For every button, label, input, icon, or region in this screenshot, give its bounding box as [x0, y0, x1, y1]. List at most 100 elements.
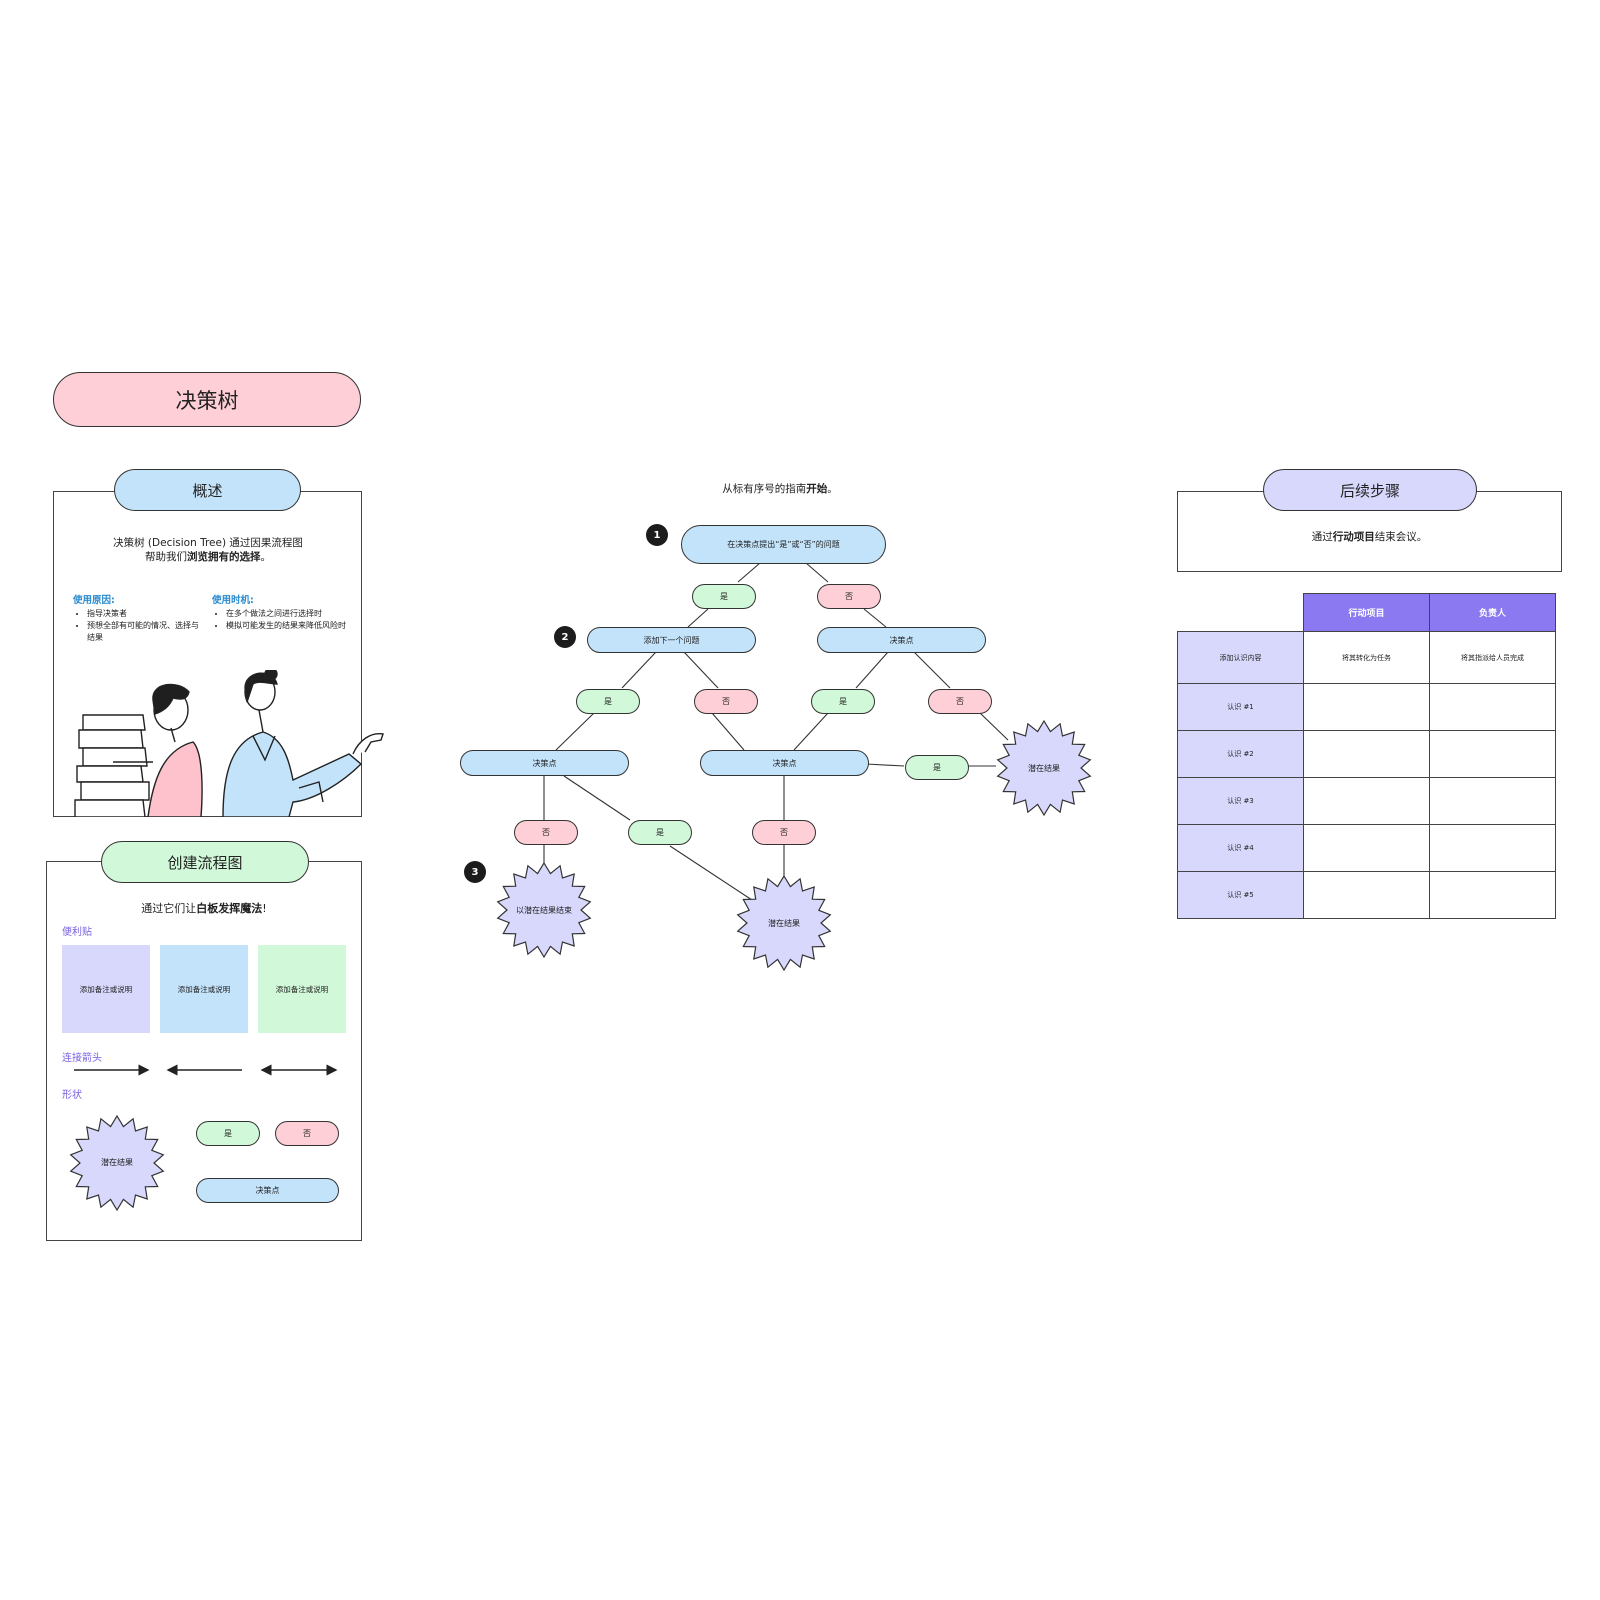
starburst-shape	[69, 1115, 165, 1211]
yes-node[interactable]: 是	[811, 689, 875, 714]
when-item: 在多个做法之间进行选择时	[226, 608, 348, 620]
create-header: 创建流程图	[101, 841, 309, 883]
when-header: 使用时机:	[212, 595, 254, 606]
guide-end: 。	[827, 483, 838, 495]
next-steps-header: 后续步骤	[1263, 469, 1477, 511]
action-cell[interactable]: 将其转化为任务	[1303, 631, 1430, 684]
step-badge-2: 2	[554, 626, 576, 648]
outcome-node[interactable]	[736, 875, 832, 971]
next-intro-text: 通过	[1311, 531, 1333, 543]
overview-intro: 决策树 (Decision Tree) 通过因果流程图 帮助我们浏览拥有的选择。	[60, 536, 356, 564]
overview-intro-line1: 决策树 (Decision Tree) 通过因果流程图	[113, 537, 303, 549]
shapes-label: 形状	[62, 1090, 82, 1101]
end-outcome-node[interactable]	[496, 862, 592, 958]
table-row: 认识 #4	[1177, 824, 1556, 872]
outcome-shape-sample[interactable]	[69, 1115, 165, 1211]
next-intro-bold: 行动项目	[1332, 531, 1375, 543]
people-illustration	[74, 670, 384, 817]
outcome-node[interactable]	[996, 720, 1092, 816]
action-cell[interactable]	[1303, 871, 1430, 919]
next-question-node[interactable]: 添加下一个问题	[587, 627, 756, 653]
woman-figure	[222, 670, 384, 817]
when-list: 在多个做法之间进行选择时 模拟可能发生的结果来降低风险时	[212, 608, 348, 632]
row-label[interactable]: 添加认识内容	[1177, 631, 1304, 684]
sticky-notes-label: 便利贴	[62, 927, 92, 938]
arrows-label: 连接箭头	[62, 1053, 102, 1064]
next-steps-intro: 通过行动项目结束会议。	[1177, 529, 1562, 544]
intro-bold: 浏览拥有的选择	[187, 551, 261, 563]
row-label[interactable]: 认识 #5	[1177, 871, 1304, 919]
overview-intro-line2: 帮助我们浏览拥有的选择。	[60, 550, 356, 564]
when-item: 模拟可能发生的结果来降低风险时	[226, 620, 348, 632]
when-section: 使用时机: 在多个做法之间进行选择时 模拟可能发生的结果来降低风险时	[212, 592, 348, 632]
yes-shape-sample[interactable]: 是	[196, 1121, 260, 1146]
why-item: 指导决策者	[87, 608, 206, 620]
action-items-table: 行动项目 负责人 添加认识内容 将其转化为任务 将其指派给人员完成 认识 #1 …	[1177, 593, 1556, 919]
sticky-note-blue[interactable]: 添加备注或说明	[160, 945, 248, 1033]
yes-node[interactable]: 是	[576, 689, 640, 714]
owner-cell[interactable]	[1429, 777, 1556, 825]
owner-cell[interactable]	[1429, 824, 1556, 872]
table-row: 认识 #1	[1177, 683, 1556, 731]
owner-cell[interactable]: 将其指派给人员完成	[1429, 631, 1556, 684]
outcome-node-label: 潜在结果	[768, 919, 800, 928]
no-node[interactable]: 否	[817, 584, 881, 609]
sticky-note-lavender[interactable]: 添加备注或说明	[62, 945, 150, 1033]
starburst-shape	[736, 875, 832, 971]
guide-text: 从标有序号的指南	[722, 483, 807, 495]
decision-node[interactable]: 决策点	[700, 750, 869, 776]
create-intro-end: !	[262, 902, 267, 915]
decision-node[interactable]: 决策点	[817, 627, 986, 653]
no-node[interactable]: 否	[514, 820, 578, 845]
owner-cell[interactable]	[1429, 730, 1556, 778]
action-cell[interactable]	[1303, 683, 1430, 731]
step-badge-1: 1	[646, 524, 668, 546]
why-header: 使用原因:	[73, 595, 115, 606]
table-corner	[1178, 594, 1304, 632]
table-row: 认识 #3	[1177, 777, 1556, 825]
paper-stack-icon	[74, 714, 150, 817]
yes-node[interactable]: 是	[905, 755, 969, 780]
decision-node[interactable]: 决策点	[460, 750, 629, 776]
no-node[interactable]: 否	[928, 689, 992, 714]
row-label[interactable]: 认识 #3	[1177, 777, 1304, 825]
create-intro-text: 通过它们让	[141, 902, 197, 915]
column-header-owner: 负责人	[1429, 593, 1556, 632]
guide-bold: 开始	[806, 483, 828, 495]
starburst-shape	[496, 862, 592, 958]
create-intro-bold: 白板发挥魔法	[196, 902, 263, 915]
create-intro: 通过它们让白板发挥魔法!	[46, 900, 362, 916]
table-row: 添加认识内容 将其转化为任务 将其指派给人员完成	[1177, 631, 1556, 684]
overview-header: 概述	[114, 469, 301, 511]
intro-text-end: 。	[260, 551, 272, 563]
end-outcome-node-label: 以潜在结果结束	[516, 906, 572, 915]
no-shape-sample[interactable]: 否	[275, 1121, 339, 1146]
board-title: 决策树	[53, 372, 361, 427]
row-label[interactable]: 认识 #4	[1177, 824, 1304, 872]
no-node[interactable]: 否	[694, 689, 758, 714]
tree-guide-text: 从标有序号的指南开始。	[620, 481, 940, 496]
yes-node[interactable]: 是	[692, 584, 756, 609]
decision-shape-sample[interactable]: 决策点	[196, 1178, 339, 1203]
yes-node[interactable]: 是	[628, 820, 692, 845]
row-label[interactable]: 认识 #1	[1177, 683, 1304, 731]
row-label[interactable]: 认识 #2	[1177, 730, 1304, 778]
why-section: 使用原因: 指导决策者 预想全部有可能的情况、选择与结果	[73, 592, 206, 644]
why-item: 预想全部有可能的情况、选择与结果	[87, 620, 206, 644]
outcome-shape-label: 潜在结果	[101, 1158, 133, 1167]
root-question-node[interactable]: 在决策点提出“是”或“否”的问题	[681, 525, 886, 564]
no-node[interactable]: 否	[752, 820, 816, 845]
step-badge-3: 3	[464, 861, 486, 883]
sticky-note-green[interactable]: 添加备注或说明	[258, 945, 346, 1033]
owner-cell[interactable]	[1429, 871, 1556, 919]
table-header-row: 行动项目 负责人	[1178, 593, 1556, 632]
table-row: 认识 #2	[1177, 730, 1556, 778]
owner-cell[interactable]	[1429, 683, 1556, 731]
action-cell[interactable]	[1303, 824, 1430, 872]
intro-text: 帮助我们	[145, 551, 187, 563]
action-cell[interactable]	[1303, 730, 1430, 778]
action-cell[interactable]	[1303, 777, 1430, 825]
starburst-shape	[996, 720, 1092, 816]
table-row: 认识 #5	[1177, 871, 1556, 919]
